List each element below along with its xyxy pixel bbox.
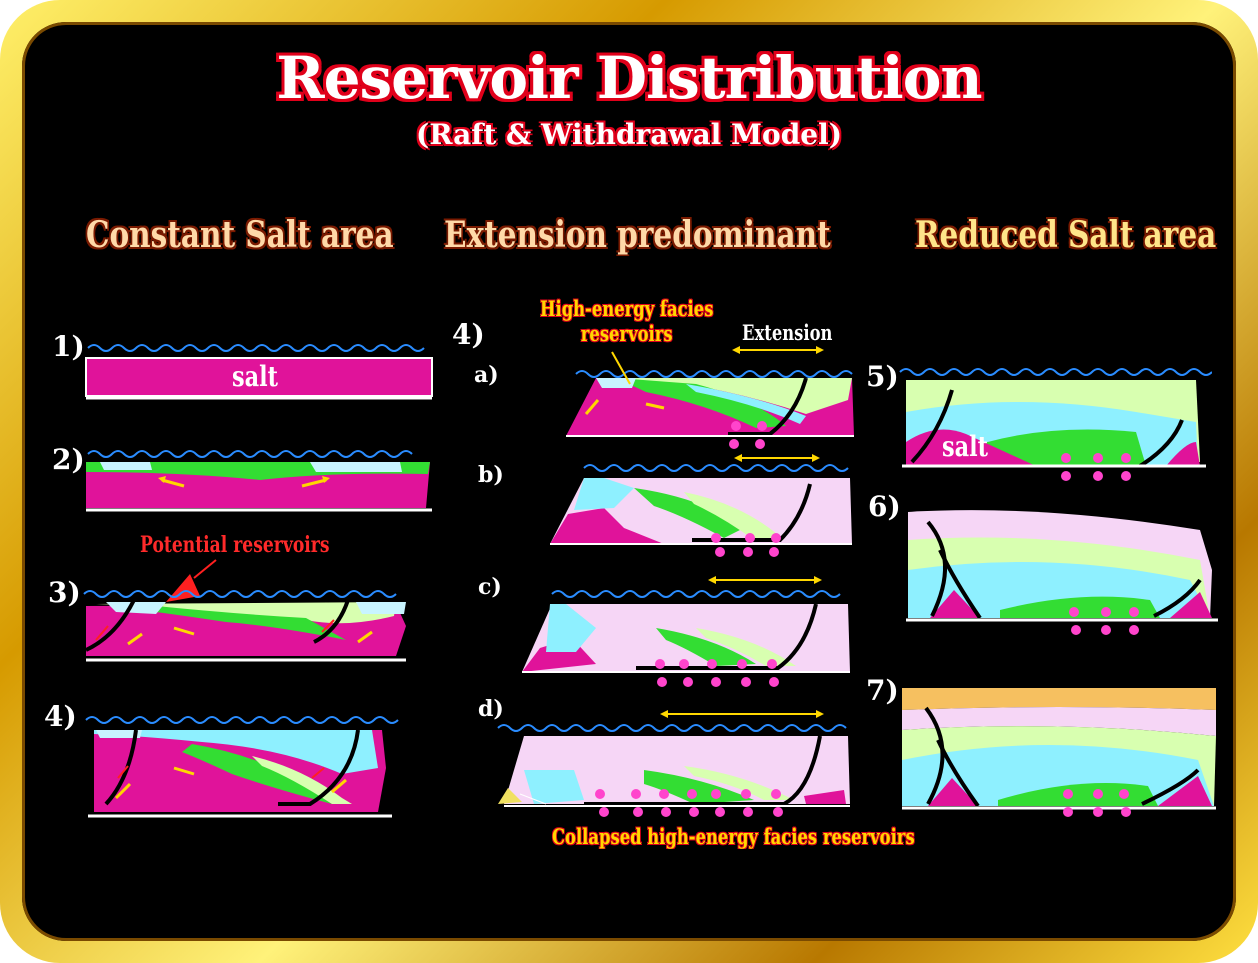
sub-stage-d: d) [478, 696, 504, 722]
panel-7-diagram [902, 688, 1216, 817]
extension-label: Extension [742, 320, 833, 345]
panel-5-diagram [899, 368, 1212, 481]
stage-number-4-left: 4) [44, 700, 77, 733]
sub-stage-c: c) [478, 574, 502, 600]
panel-4d-diagram [497, 710, 850, 817]
column-heading-constant-salt: Constant Salt area [86, 214, 394, 256]
panel-3-diagram [83, 559, 406, 662]
stage-number-4-middle: 4) [452, 318, 485, 351]
stage-number-3: 3) [48, 576, 81, 609]
salt-label-5: salt [942, 430, 988, 463]
stage-number-2: 2) [52, 443, 85, 476]
column-heading-reduced-salt: Reduced Salt area [915, 214, 1217, 256]
stage-number-7: 7) [866, 674, 899, 707]
salt-label-1: salt [232, 360, 278, 393]
panel-4-left-diagram [85, 716, 399, 818]
page-subtitle: (Raft & Withdrawal Model) [416, 118, 842, 151]
page-title: Reservoir Distribution [276, 44, 982, 112]
panel-4b-diagram [550, 454, 852, 557]
stage-number-6: 6) [868, 490, 901, 523]
panel-2-diagram [86, 450, 432, 512]
stage-number-5: 5) [866, 360, 899, 393]
stage-number-1: 1) [52, 330, 85, 363]
salt-layer [85, 357, 433, 397]
sea-surface-wave [87, 344, 425, 352]
collapsed-reservoirs-label: Collapsed high-energy facies reservoirs [552, 824, 915, 849]
panel-6-diagram [906, 510, 1218, 635]
column-heading-extension: Extension predominant [444, 214, 831, 256]
potential-reservoirs-label: Potential reservoirs [140, 532, 330, 558]
panel-1-diagram [85, 344, 433, 400]
panel-4c-diagram [522, 576, 850, 687]
sub-stage-b: b) [478, 462, 504, 488]
potential-reservoir-pointer [166, 574, 200, 602]
sub-stage-a: a) [474, 362, 499, 388]
panel-4a-diagram [566, 346, 854, 449]
